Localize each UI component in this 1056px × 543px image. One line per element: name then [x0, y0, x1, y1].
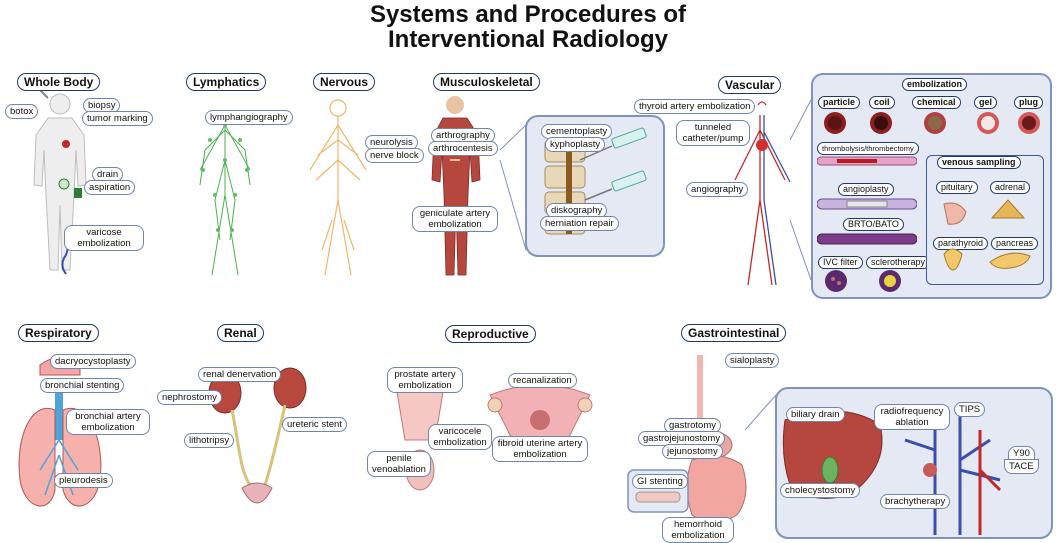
header-gastrointestinal: Gastrointestinal [681, 324, 787, 342]
thrombolysis-vessel [817, 156, 917, 166]
label-pleurodesis: pleurodesis [54, 473, 113, 488]
label-recanalization: recanalization [508, 373, 577, 388]
thrombolysis-label: thrombolysis/thrombectomy [817, 142, 919, 155]
label-nerve-block: nerve block [365, 148, 424, 163]
label-kyphoplasty: kyphoplasty [545, 137, 606, 152]
label-nephrostomy: nephrostomy [157, 390, 222, 405]
pituitary-label: pituitary [936, 181, 978, 194]
header-whole-body: Whole Body [17, 73, 101, 91]
label-aspiration: aspiration [84, 180, 136, 195]
header-vascular: Vascular [718, 76, 782, 94]
emb-particle-label: particle [818, 96, 861, 109]
aspiration-device [74, 188, 82, 198]
callout-line-msk [499, 124, 527, 151]
label-biliary-drain: biliary drain [786, 407, 845, 422]
gallbladder [821, 456, 839, 484]
label-thyroid-artery-embolization: thyroid artery embolization [634, 99, 756, 114]
label-tips: TIPS [954, 402, 986, 417]
label-lymphangiography: lymphangiography [205, 110, 293, 125]
heart [756, 139, 768, 151]
label-herniation-repair: herniation repair [540, 216, 619, 231]
musculoskeletal-figure [431, 96, 481, 276]
hepatic-artery [978, 430, 1002, 535]
label-geniculate-artery-embolization: geniculate artery embolization [412, 206, 498, 232]
callout-line-vascular [789, 99, 812, 141]
label-arthrocentesis: arthrocentesis [428, 141, 498, 156]
label-varicocele-embolization: varicocele embolization [428, 424, 492, 450]
brto-label: BRTO/BATO [843, 218, 904, 231]
angioplasty-label: angioplasty [838, 183, 894, 196]
label-hemorrhoid-embolization: hemorrhoid embolization [662, 517, 734, 543]
label-botox: botox [5, 104, 39, 119]
header-reproductive: Reproductive [445, 325, 536, 343]
header-respiratory: Respiratory [18, 324, 99, 342]
emb-coil-label: coil [869, 96, 895, 109]
tumor-marker-dot [62, 140, 70, 148]
embolization-label: embolization [902, 78, 968, 91]
angioplasty-vessel [817, 198, 917, 210]
diskography-syringe [584, 170, 647, 201]
vascular-figure [734, 101, 791, 286]
callout-line-msk-2 [499, 159, 527, 251]
liver-tumor [923, 463, 937, 477]
diagram-title: Systems and Procedures of Interventional… [0, 2, 1056, 52]
gi-stent [635, 491, 681, 503]
ivc-filter-label: IVC filter [818, 256, 863, 269]
cement-syringe [579, 127, 647, 161]
whole-body-figure [33, 93, 87, 271]
venous-sampling-label: venous sampling [937, 156, 1021, 169]
label-varicose-embolization: varicose embolization [64, 225, 144, 251]
label-bronchial-artery-embolization: bronchial artery embolization [66, 409, 150, 435]
label-bronchial-stenting: bronchial stenting [40, 378, 125, 393]
lymph-nodes [201, 123, 249, 232]
label-lithotripsy: lithotripsy [184, 433, 235, 448]
label-tunneled-catheter: tunneled catheter/pump [676, 120, 750, 146]
emb-gel-label: gel [974, 96, 998, 109]
label-angiography: angiography [686, 182, 749, 197]
label-cholecystostomy: cholecystostomy [780, 483, 861, 498]
ivc-sclero-icons [825, 270, 901, 292]
label-tace: TACE [1004, 459, 1039, 474]
parathyroid-label: parathyroid [933, 237, 989, 250]
label-tumor-marking: tumor marking [82, 111, 153, 126]
lymphatic-network [199, 118, 251, 276]
embolization-icons [824, 112, 1040, 134]
title-line-2: Interventional Radiology [387, 26, 669, 53]
drain-device [58, 178, 70, 190]
header-nervous: Nervous [313, 73, 376, 91]
callout-line-vascular-2 [789, 219, 812, 281]
label-prostate-artery-embolization: prostate artery embolization [387, 367, 463, 393]
brto-vessel [817, 233, 917, 245]
sclerotherapy-label: sclerotherapy [866, 256, 931, 269]
header-lymphatics: Lymphatics [186, 73, 267, 91]
emb-plug-label: plug [1014, 96, 1043, 109]
callout-line-gi [744, 394, 777, 431]
title-line-1: Systems and Procedures of [369, 1, 687, 28]
label-renal-denervation: renal denervation [198, 367, 282, 382]
label-ureteric-stent: ureteric stent [282, 417, 347, 432]
pancreas-label: pancreas [991, 237, 1039, 250]
emb-chemical-label: chemical [912, 96, 961, 109]
label-sialoplasty: sialoplasty [725, 353, 780, 368]
label-dacryocystoplasty: dacryocystoplasty [50, 354, 136, 369]
header-renal: Renal [217, 324, 264, 342]
nervous-system [309, 99, 367, 276]
adrenal-label: adrenal [990, 181, 1031, 194]
endocrine-organs [943, 199, 1031, 271]
header-musculoskeletal: Musculoskeletal [433, 73, 540, 91]
label-penile-venoablation: penile venoablation [367, 451, 431, 477]
label-brachytherapy: brachytherapy [880, 494, 951, 509]
label-jejunostomy: jejunostomy [662, 444, 723, 459]
label-radiofrequency-ablation: radiofrequency ablation [874, 404, 950, 430]
label-gi-stenting: GI stenting [632, 474, 688, 489]
label-fibroid-uterine-artery-embolization: fibroid uterine artery embolization [492, 436, 588, 462]
biopsy-needle [39, 89, 49, 99]
